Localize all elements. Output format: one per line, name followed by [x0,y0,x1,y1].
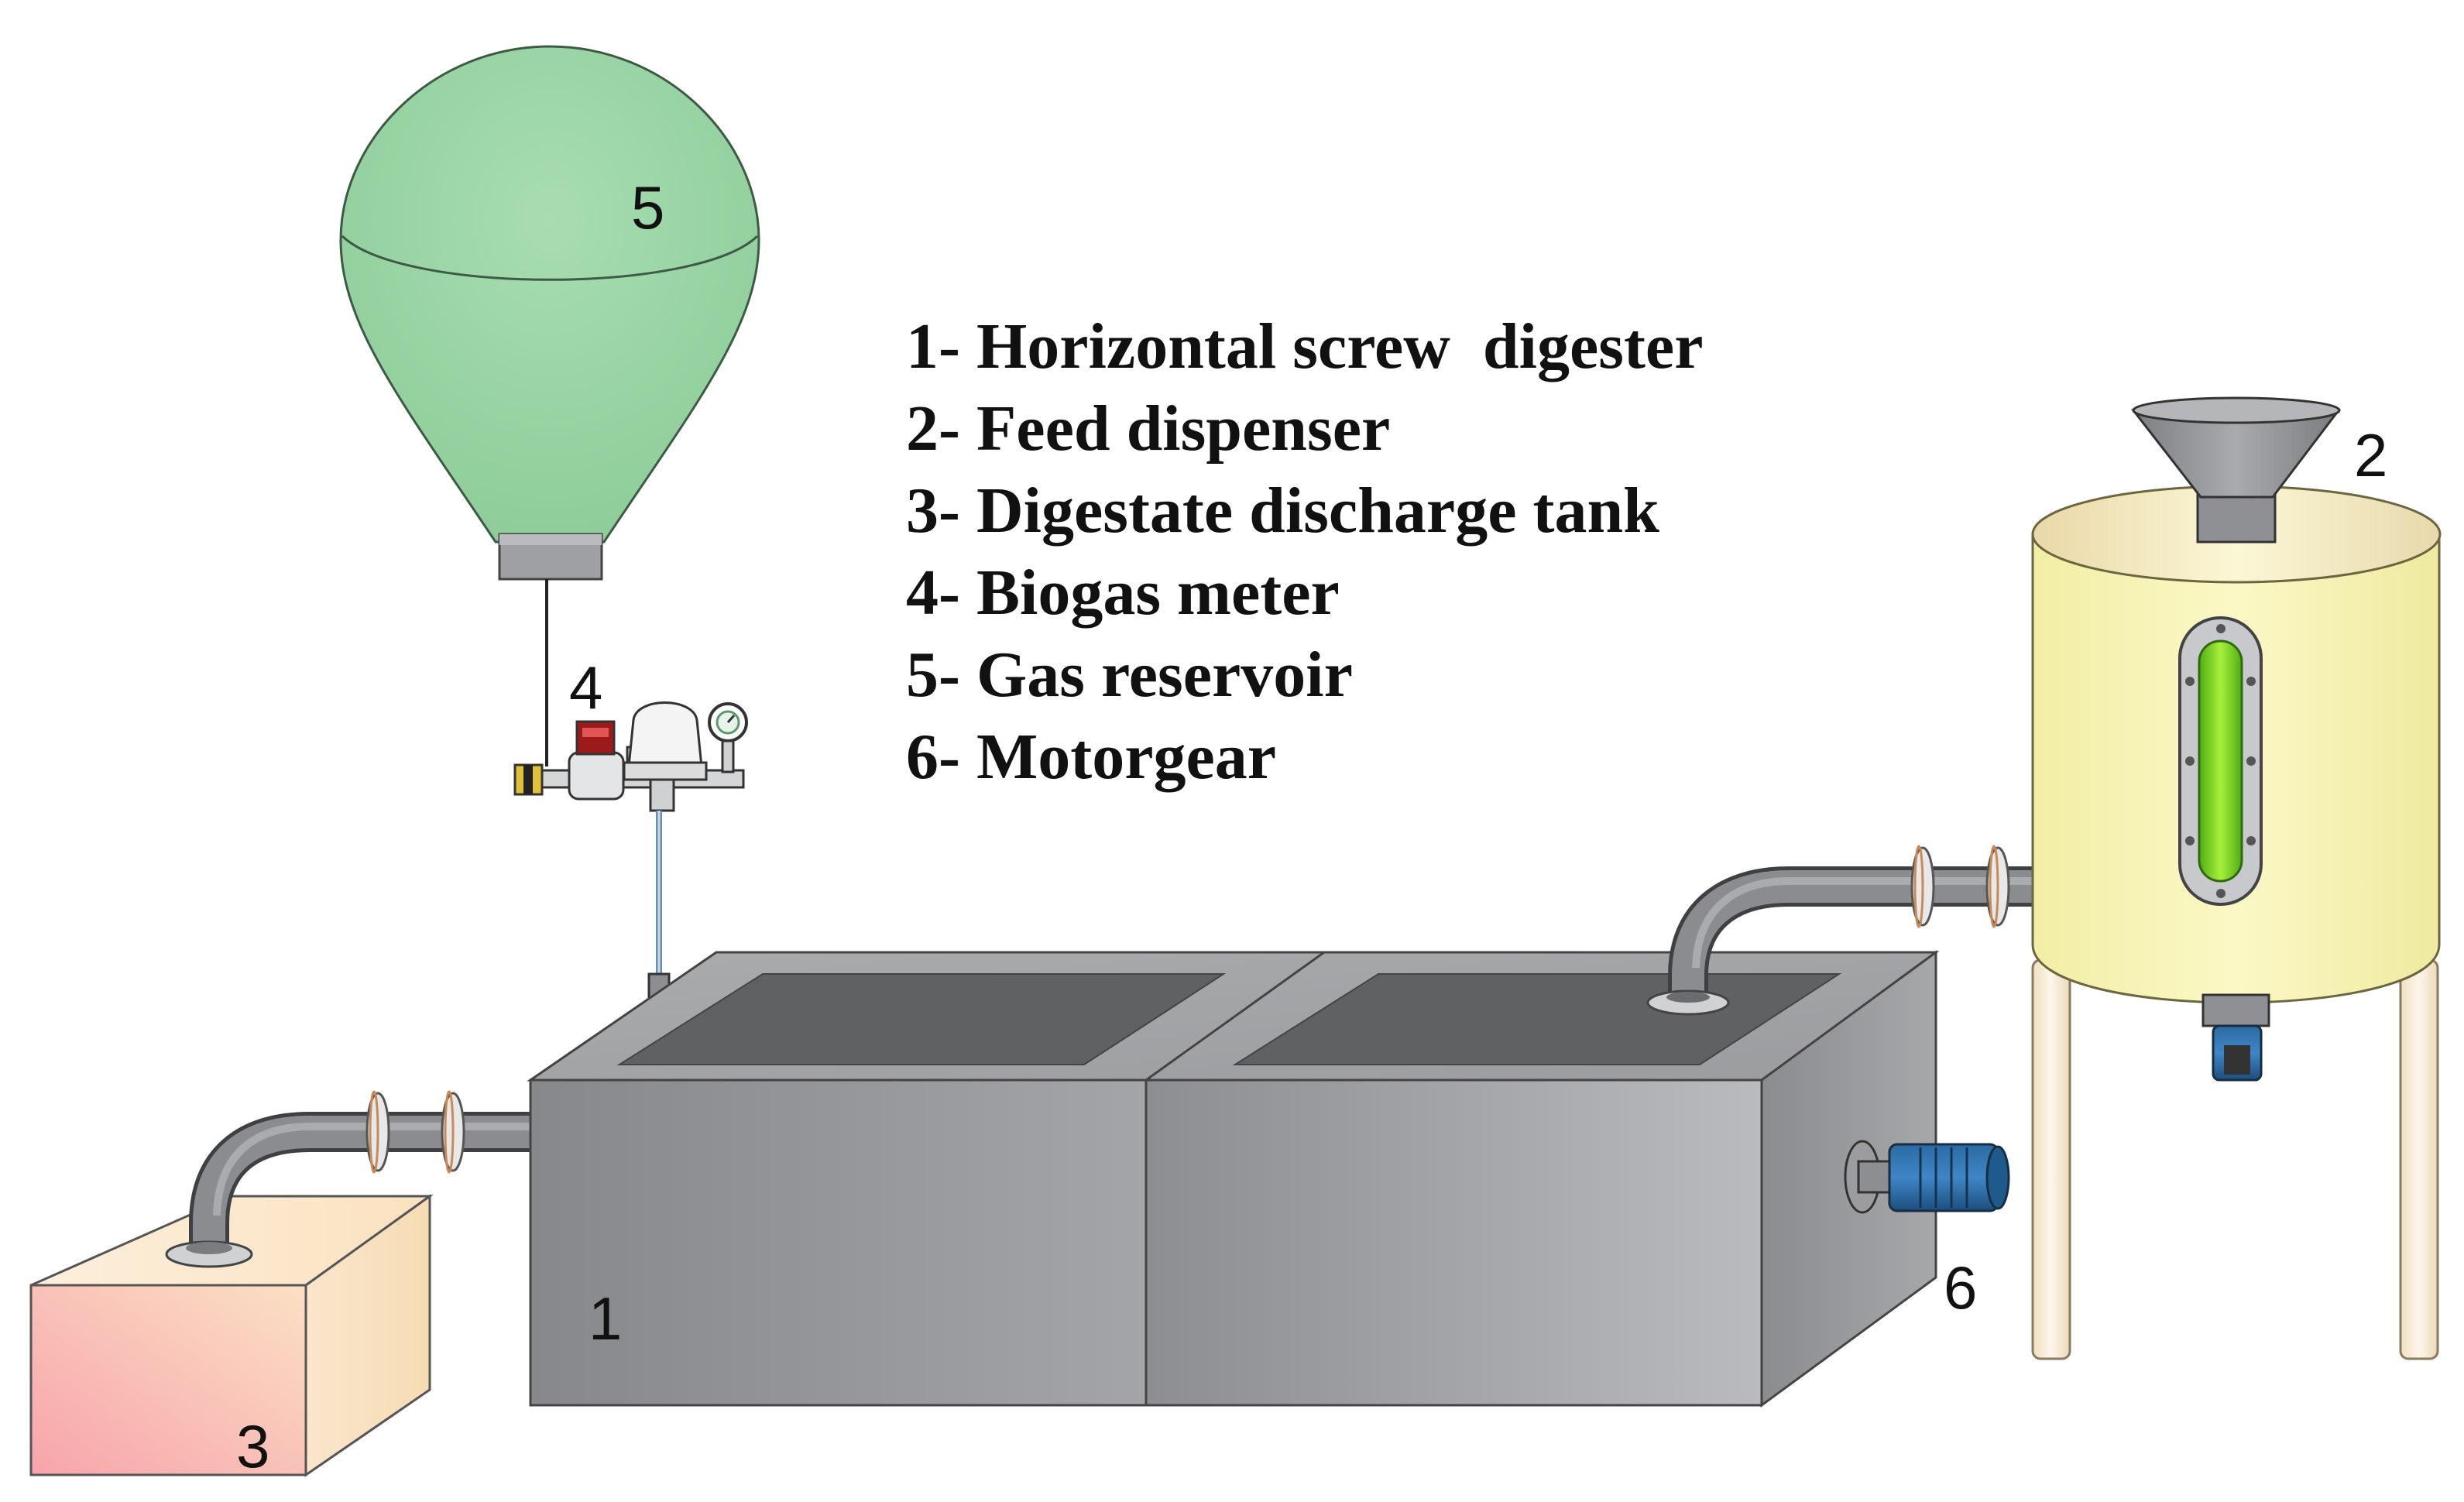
feed-outlet-neck [2201,993,2270,1027]
legend-item-feed-dispenser: 2- Feed dispenser [906,393,1391,465]
discharge-pipe [165,1090,530,1268]
label-gas-reservoir: 5 [631,173,664,242]
feed-pipe [1646,845,2037,1016]
meter-regulator-dome [627,701,703,768]
sight-glass-bolts [2185,624,2256,898]
funnel-neck [2196,492,2277,544]
meter-display-red [575,720,616,756]
digester-hatch-left [616,973,1227,1065]
digestate-discharge-tank: 3 [29,1194,434,1480]
label-digester: 1 [589,1284,622,1353]
biogas-meter: 4 [513,653,748,1006]
label-discharge-tank: 3 [236,1412,269,1480]
feed-dispenser: 2 [2031,396,2442,1360]
legend-item-biogas-meter: 4- Biogas meter [906,557,1340,629]
label-feed-dispenser: 2 [2354,421,2387,489]
legend-item-discharge-tank: 3- Digestate discharge tank [906,475,1659,547]
sight-glass-level [2198,640,2243,883]
meter-counter-body [568,751,625,801]
label-motorgear: 6 [1944,1253,1977,1322]
legend: 1- Horizontal screw digester 2- Feed dis… [906,306,1704,798]
gas-reservoir-seam [341,235,759,281]
feed-leg-left [2031,958,2071,1360]
gas-reservoir-balloon [339,45,760,544]
legend-item-gas-reservoir: 5- Gas reservoir [906,639,1353,711]
motor-body-blue [1888,1143,1999,1212]
motorgear: 6 [1844,1140,2010,1322]
digester-front-left [529,1078,1148,1407]
legend-item-digester: 1- Horizontal screw digester [906,310,1704,382]
gas-reservoir: 5 [339,45,760,766]
digester-front-right [1144,1078,1763,1407]
discharge-tank-front [29,1284,307,1476]
legend-item-motorgear: 6- Motorgear [906,721,1277,793]
feed-leg-right [2399,958,2439,1360]
label-biogas-meter: 4 [569,653,602,722]
horizontal-screw-digester: 1 [527,950,1940,1408]
